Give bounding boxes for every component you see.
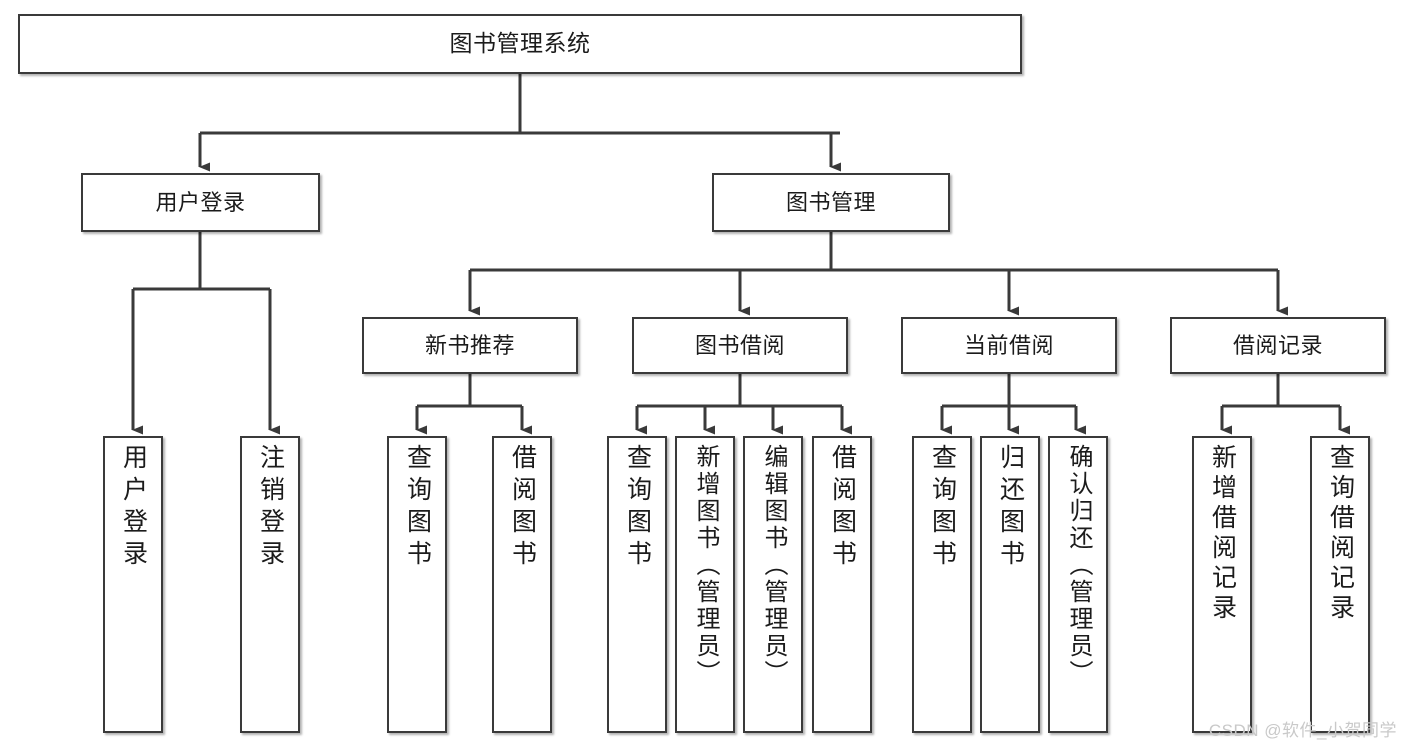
leaf-new-book-query[interactable]: 查询图书 — [387, 436, 447, 733]
leaf-borrow-records-add[interactable]: 新增借阅记录 — [1192, 436, 1252, 733]
node-label: 归还图书 — [996, 444, 1025, 572]
node-book-management[interactable]: 图书管理 — [712, 173, 950, 232]
node-label: 用户登录 — [119, 444, 148, 572]
node-current-borrow[interactable]: 当前借阅 — [901, 317, 1117, 374]
node-label: 图书管理系统 — [449, 30, 591, 57]
node-borrow-records[interactable]: 借阅记录 — [1170, 317, 1386, 374]
node-label: 借阅记录 — [1232, 332, 1323, 358]
node-label: 注销登录 — [256, 444, 285, 572]
node-label: 查询借阅记录 — [1326, 444, 1355, 624]
node-label: 用户登录 — [155, 189, 246, 215]
node-book-borrow[interactable]: 图书借阅 — [632, 317, 848, 374]
leaf-book-borrow-add-admin[interactable]: 新增图书（管理员） — [675, 436, 735, 733]
leaf-current-borrow-return[interactable]: 归还图书 — [980, 436, 1040, 733]
node-root-book-management-system[interactable]: 图书管理系统 — [18, 14, 1022, 74]
node-label: 当前借阅 — [963, 332, 1054, 358]
node-label: 查询图书 — [403, 444, 432, 572]
leaf-user-login-logout[interactable]: 注销登录 — [240, 436, 300, 733]
node-label: 查询图书 — [928, 444, 957, 572]
node-label: 查询图书 — [623, 444, 652, 572]
node-label: 新书推荐 — [424, 332, 515, 358]
node-label: 新增图书（管理员） — [692, 444, 719, 687]
node-label: 借阅图书 — [508, 444, 537, 572]
leaf-borrow-records-query[interactable]: 查询借阅记录 — [1310, 436, 1370, 733]
node-label: 图书借阅 — [694, 332, 785, 358]
node-label: 借阅图书 — [828, 444, 857, 572]
node-label: 图书管理 — [785, 189, 876, 215]
leaf-new-book-borrow[interactable]: 借阅图书 — [492, 436, 552, 733]
node-label: 编辑图书（管理员） — [760, 444, 787, 687]
leaf-book-borrow-edit-admin[interactable]: 编辑图书（管理员） — [743, 436, 803, 733]
leaf-book-borrow-query[interactable]: 查询图书 — [607, 436, 667, 733]
leaf-book-borrow-borrow[interactable]: 借阅图书 — [812, 436, 872, 733]
node-new-book-recommend[interactable]: 新书推荐 — [362, 317, 578, 374]
node-label: 新增借阅记录 — [1208, 444, 1237, 624]
node-user-login[interactable]: 用户登录 — [81, 173, 320, 232]
node-label: 确认归还（管理员） — [1065, 444, 1092, 687]
leaf-current-borrow-query[interactable]: 查询图书 — [912, 436, 972, 733]
csdn-watermark: CSDN @软件_小贺同学 — [1208, 721, 1397, 740]
leaf-current-borrow-confirm-admin[interactable]: 确认归还（管理员） — [1048, 436, 1108, 733]
leaf-user-login-login[interactable]: 用户登录 — [103, 436, 163, 733]
